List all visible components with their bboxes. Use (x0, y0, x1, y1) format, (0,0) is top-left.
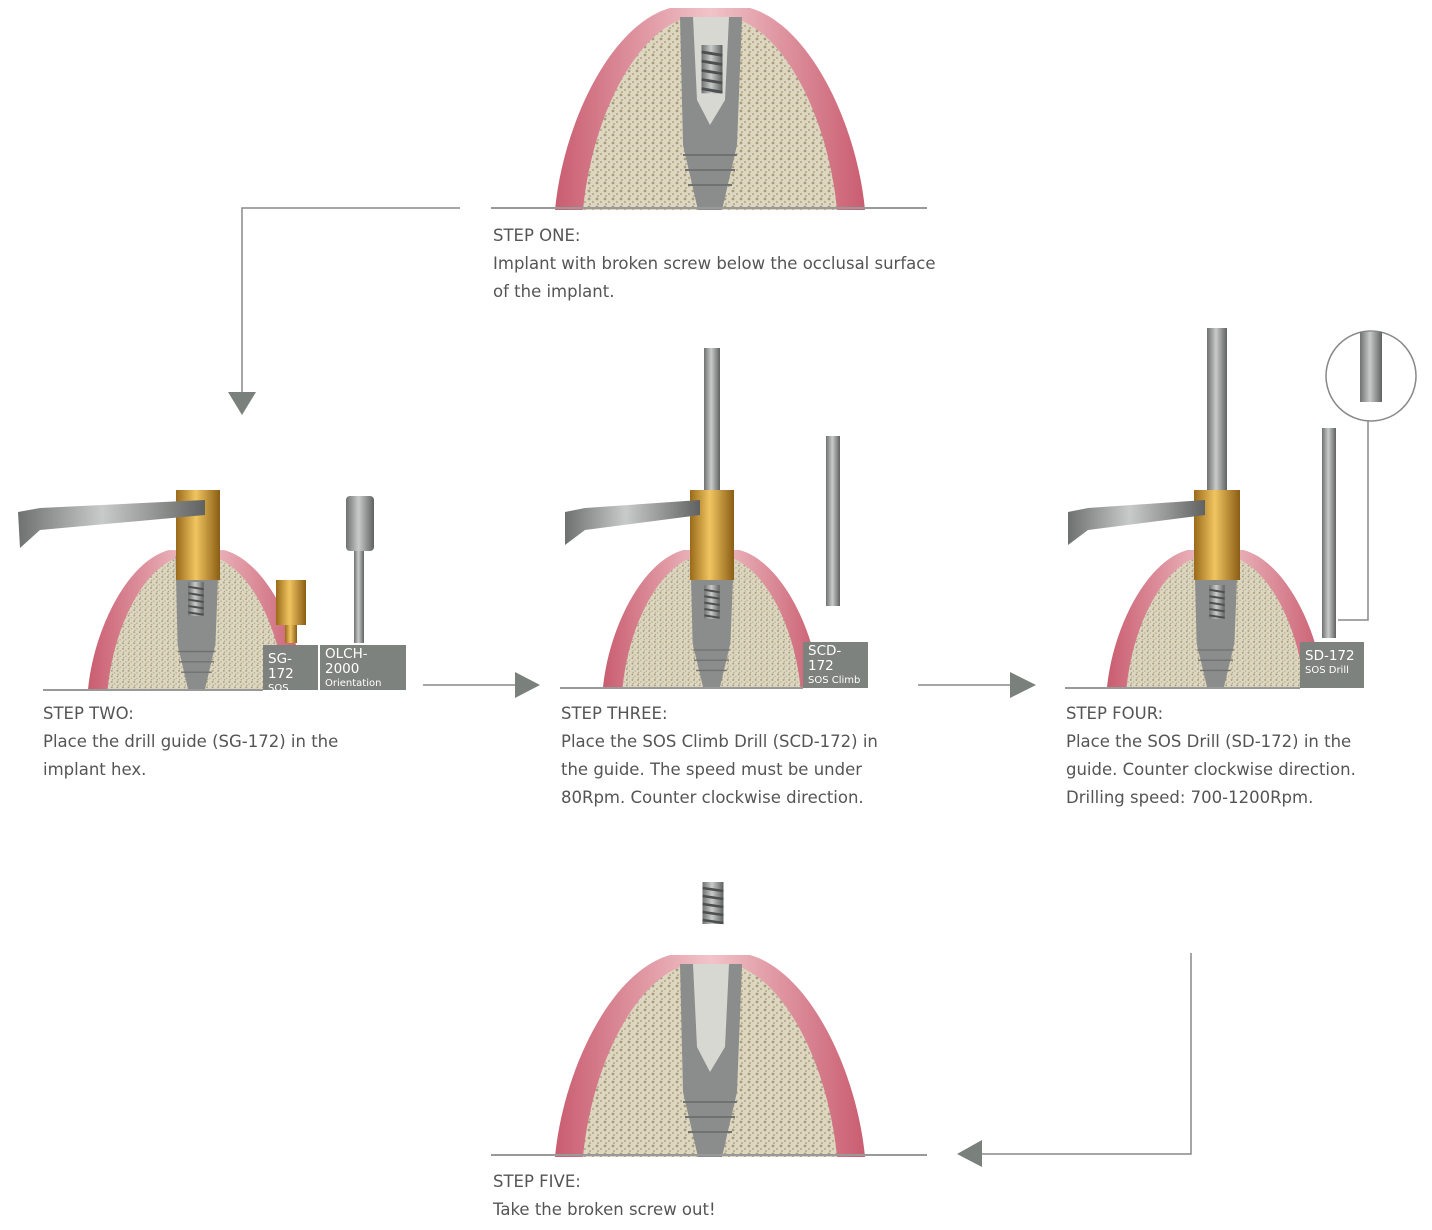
tag-name: Orientation Lead (325, 678, 382, 702)
arrow-step3-to-step4 (918, 672, 1036, 698)
step-three-caption: STEP THREE: Place the SOS Climb Drill (S… (561, 700, 878, 812)
step-one-caption: STEP ONE: Implant with broken screw belo… (493, 222, 936, 306)
step-text: implant hex. (43, 760, 147, 779)
step-text: Drilling speed: 700-1200Rpm. (1066, 788, 1314, 807)
tag-sd-172: SD-172 SOS Drill (1300, 642, 1364, 688)
step-text: Place the SOS Drill (SD-172) in the (1066, 732, 1352, 751)
tag-name: SOS Guide (268, 683, 298, 707)
tag-name: Screw Holder (325, 704, 392, 715)
tag-sg-172: SG-172 SOS Guide (263, 645, 318, 707)
step-title: STEP THREE: (561, 704, 668, 723)
step-title: STEP TWO: (43, 704, 134, 723)
step-title: STEP FOUR: (1066, 704, 1164, 723)
step-four-illustration (1065, 328, 1417, 689)
arrow-step1-to-step2 (228, 207, 460, 415)
tag-code: SCD-172 (808, 643, 842, 674)
step-text: Take the broken screw out! (493, 1200, 716, 1219)
step-title: STEP FIVE: (493, 1172, 581, 1191)
step-two-illustration (18, 490, 374, 691)
tag-code: SG-172 (268, 651, 294, 682)
tag-code: OLCH-2000 (325, 646, 368, 677)
tag-code: SD-172 (1305, 648, 1355, 664)
step-five-caption: STEP FIVE: Take the broken screw out! (493, 1168, 716, 1224)
tag-name: SOS Drill (1305, 665, 1349, 676)
step-four-caption: STEP FOUR: Place the SOS Drill (SD-172) … (1066, 700, 1356, 812)
step-text: of the implant. (493, 282, 615, 301)
step-text: Place the SOS Climb Drill (SCD-172) in (561, 732, 878, 751)
tag-name: SOS Climb (808, 675, 861, 686)
step-text: the guide. The speed must be under (561, 760, 863, 779)
step-three-illustration (560, 348, 840, 689)
step-five-illustration (491, 880, 927, 1158)
tag-scd-172: SCD-172 SOS Climb Drill (803, 642, 868, 699)
step-two-caption: STEP TWO: Place the drill guide (SG-172)… (43, 700, 338, 784)
step-text: 80Rpm. Counter clockwise direction. (561, 788, 864, 807)
step-text: guide. Counter clockwise direction. (1066, 760, 1356, 779)
step-title: STEP ONE: (493, 226, 581, 245)
arrow-step2-to-step3 (423, 672, 540, 698)
tag-olch-2000: OLCH-2000 Orientation Lead Screw Holder (320, 645, 406, 715)
arrow-step4-to-step5 (957, 953, 1192, 1167)
step-text: Place the drill guide (SG-172) in the (43, 732, 339, 751)
step-text: Implant with broken screw below the occl… (493, 254, 936, 273)
step-one-illustration (491, 7, 927, 211)
tag-name: Drill (808, 688, 829, 699)
